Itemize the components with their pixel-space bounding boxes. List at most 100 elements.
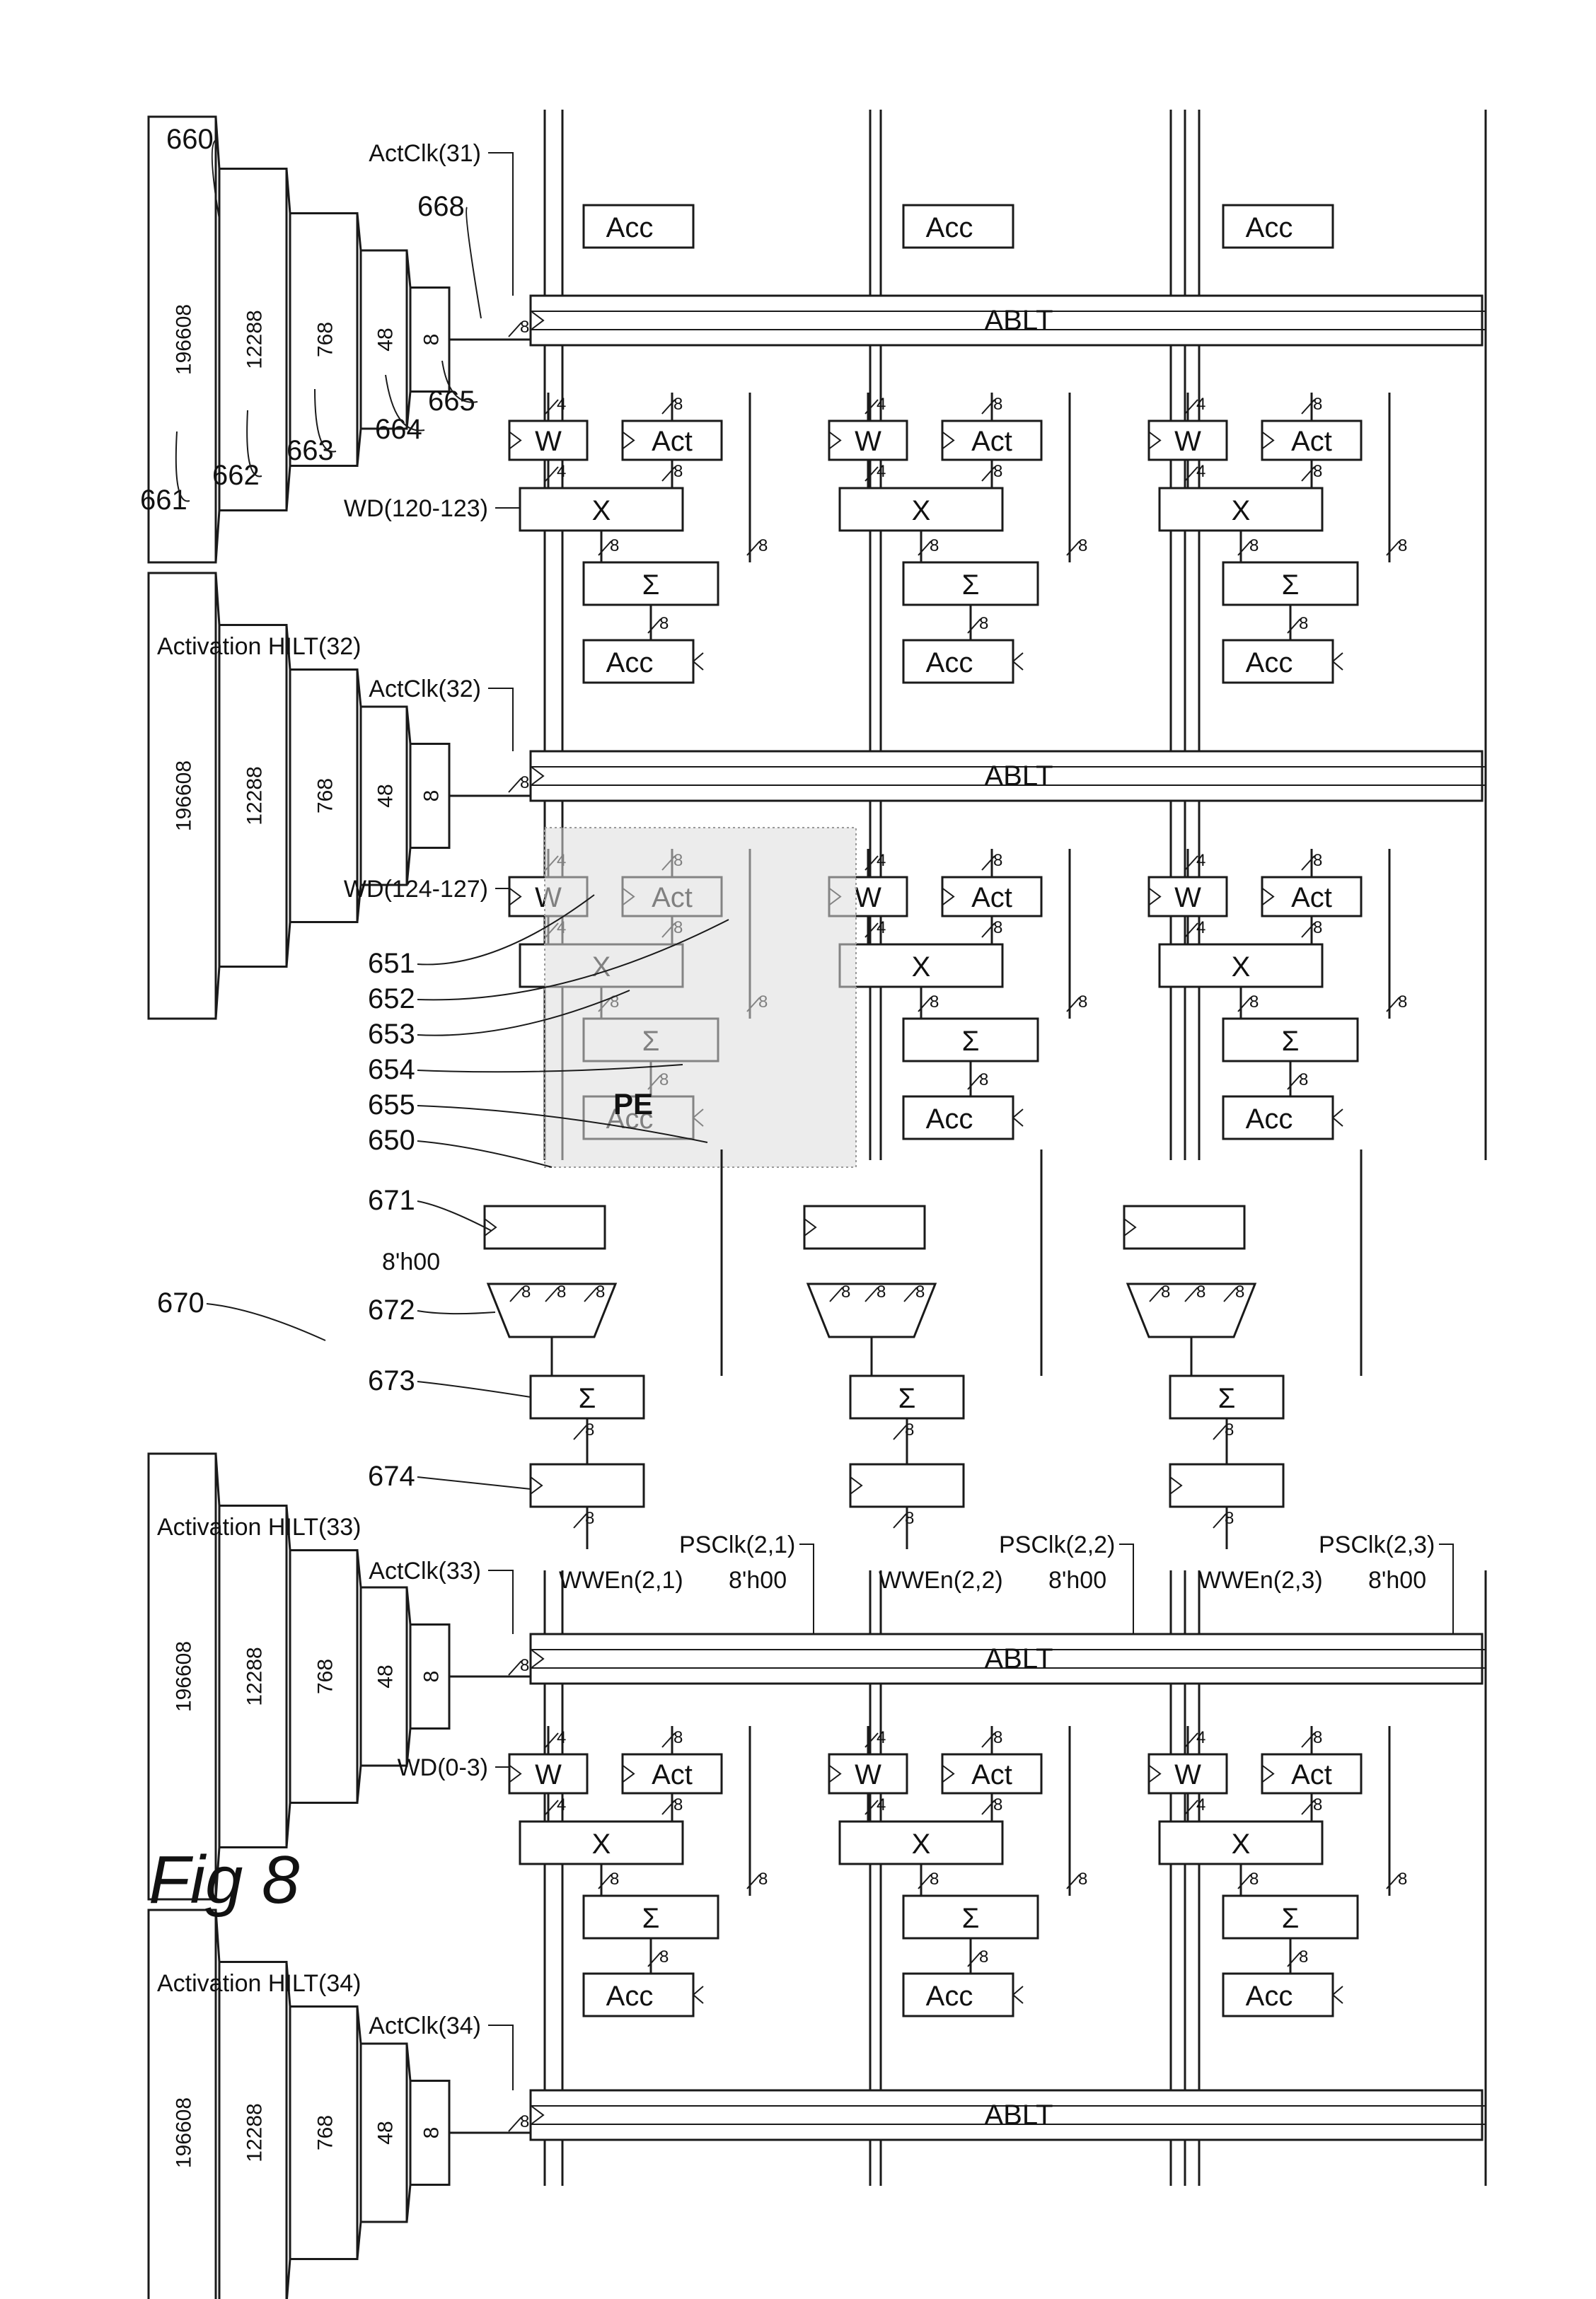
- pe-weight-label: W: [855, 1759, 881, 1790]
- bus-width-label: 8: [610, 1870, 619, 1889]
- leader-line: [314, 388, 337, 453]
- pe-multiplier-label: X: [592, 495, 611, 526]
- hilt-stage: [409, 286, 451, 393]
- bus-width-label: 4: [557, 1728, 566, 1747]
- acc-feedback-arrow: [1332, 1986, 1343, 2004]
- bus-slash: [508, 777, 522, 793]
- pe-multiplier-label: X: [912, 951, 931, 983]
- bus-width-label: 8: [993, 462, 1002, 481]
- pe-weight-label: W: [1174, 426, 1201, 457]
- pe-weight-reg: [828, 1753, 908, 1795]
- hilt-stage-value: 768: [314, 1659, 337, 1694]
- pe-multiplier: [838, 943, 1004, 988]
- reduce-adder-label: Σ: [1218, 1383, 1236, 1414]
- reference-numeral: 662: [212, 460, 260, 491]
- bus-slash: [545, 1287, 559, 1302]
- hilt-title: Activation HILT(32): [157, 633, 361, 660]
- reference-numeral: 652: [368, 983, 415, 1014]
- pe-multiplier-label: X: [1232, 495, 1251, 526]
- leader-line: [417, 1476, 531, 1490]
- bus-width-label: 8: [1398, 536, 1407, 555]
- reference-numeral: 673: [368, 1365, 415, 1396]
- acc-feedback-arrow: [1332, 1108, 1343, 1127]
- bus-slash: [1287, 1952, 1301, 1967]
- hilt-stage: [147, 115, 217, 564]
- clock-marker: [850, 1476, 863, 1495]
- bus-slash: [1386, 997, 1400, 1012]
- hilt-taper: [356, 669, 362, 922]
- pe-multiplier-label: X: [912, 1829, 931, 1860]
- pe-accumulator: [582, 1972, 695, 2017]
- bus-slash: [918, 997, 932, 1012]
- bus-slash: [893, 1425, 907, 1440]
- clock-marker: [804, 1218, 817, 1237]
- hilt-stage-value: 8: [420, 2127, 444, 2139]
- bus-width-label: 4: [877, 1728, 886, 1747]
- acc-feedback-arrow: [1012, 1986, 1024, 2004]
- hilt-stage-value: 12288: [243, 1647, 267, 1706]
- hilt-stage: [147, 572, 217, 1020]
- leader-line: [441, 360, 478, 403]
- pe-multiplier: [1158, 487, 1324, 532]
- ablt-label: ABLT: [984, 2100, 1053, 2131]
- bus-width-label: 8: [1078, 1870, 1087, 1889]
- hilt-stage-value: 196608: [173, 304, 196, 375]
- bus-width-label: 4: [1196, 1795, 1205, 1814]
- const-label: 8'h00: [1048, 1567, 1106, 1594]
- hilt-taper: [405, 250, 412, 429]
- bus-slash: [545, 466, 559, 482]
- clock-marker: [1148, 1764, 1162, 1783]
- bus-slash: [661, 466, 676, 482]
- pe-accumulator: [582, 639, 695, 684]
- pe-multiplier-label: X: [1232, 951, 1251, 983]
- bus-slash: [584, 1287, 598, 1302]
- pe-activation-label: Act: [971, 426, 1012, 457]
- pe-adder-label: Σ: [962, 569, 980, 601]
- pe-accumulator-label: Acc: [926, 212, 973, 243]
- bus-slash: [1184, 1800, 1198, 1815]
- bus-slash: [573, 1513, 587, 1529]
- clock-marker: [1261, 431, 1275, 450]
- pe-accumulator: [1222, 1972, 1334, 2017]
- pe-region-label: PE: [613, 1087, 653, 1120]
- bus-slash: [1213, 1425, 1227, 1440]
- clock-marker: [942, 887, 955, 906]
- hilt-stage-value: 12288: [243, 2103, 267, 2162]
- bus-slash: [1184, 466, 1198, 482]
- bus-width-label: 4: [1196, 918, 1205, 937]
- hilt-stage: [289, 1549, 359, 1804]
- reference-numeral: 654: [368, 1054, 415, 1085]
- bus-width-label: 8: [993, 851, 1002, 870]
- actclk-wire: [488, 688, 514, 751]
- leader-line: [385, 374, 425, 432]
- actclk-wire: [488, 2025, 514, 2090]
- pe-multiplier: [519, 1820, 684, 1865]
- bus-slash: [1213, 1513, 1227, 1529]
- reduce-output-reg: [1169, 1463, 1285, 1508]
- ablt-block: [529, 2089, 1484, 2141]
- pe-activation-label: Act: [1291, 426, 1332, 457]
- pe-adder: [902, 1017, 1039, 1062]
- psclk-wire: [1119, 1544, 1134, 1634]
- hilt-title: Activation HILT(33): [157, 1514, 361, 1541]
- pe-weight-reg: [1147, 419, 1228, 461]
- bus-slash: [508, 1660, 522, 1676]
- pe-activation-label: Act: [1291, 1759, 1332, 1790]
- pe-activation-reg: [621, 419, 723, 461]
- wd-label: WD(120-123): [344, 495, 488, 522]
- hilt-stage-value: 768: [314, 778, 337, 813]
- bus-slash: [918, 1874, 932, 1889]
- pe-accumulator-label: Acc: [1246, 212, 1293, 243]
- hilt-stage-value: 196608: [173, 2097, 196, 2168]
- bus-slash: [1237, 540, 1251, 556]
- bus-slash: [598, 1874, 612, 1889]
- clock-marker: [1148, 431, 1162, 450]
- bus-width-label: 8: [1398, 1870, 1407, 1889]
- bus-width-label: 8: [930, 536, 939, 555]
- bus-slash: [508, 322, 522, 337]
- bus-width-label: 8: [1313, 1728, 1322, 1747]
- bus-slash: [746, 1874, 761, 1889]
- bus-width-label: 8: [673, 395, 683, 414]
- actclk-label: ActClk(34): [369, 2013, 481, 2039]
